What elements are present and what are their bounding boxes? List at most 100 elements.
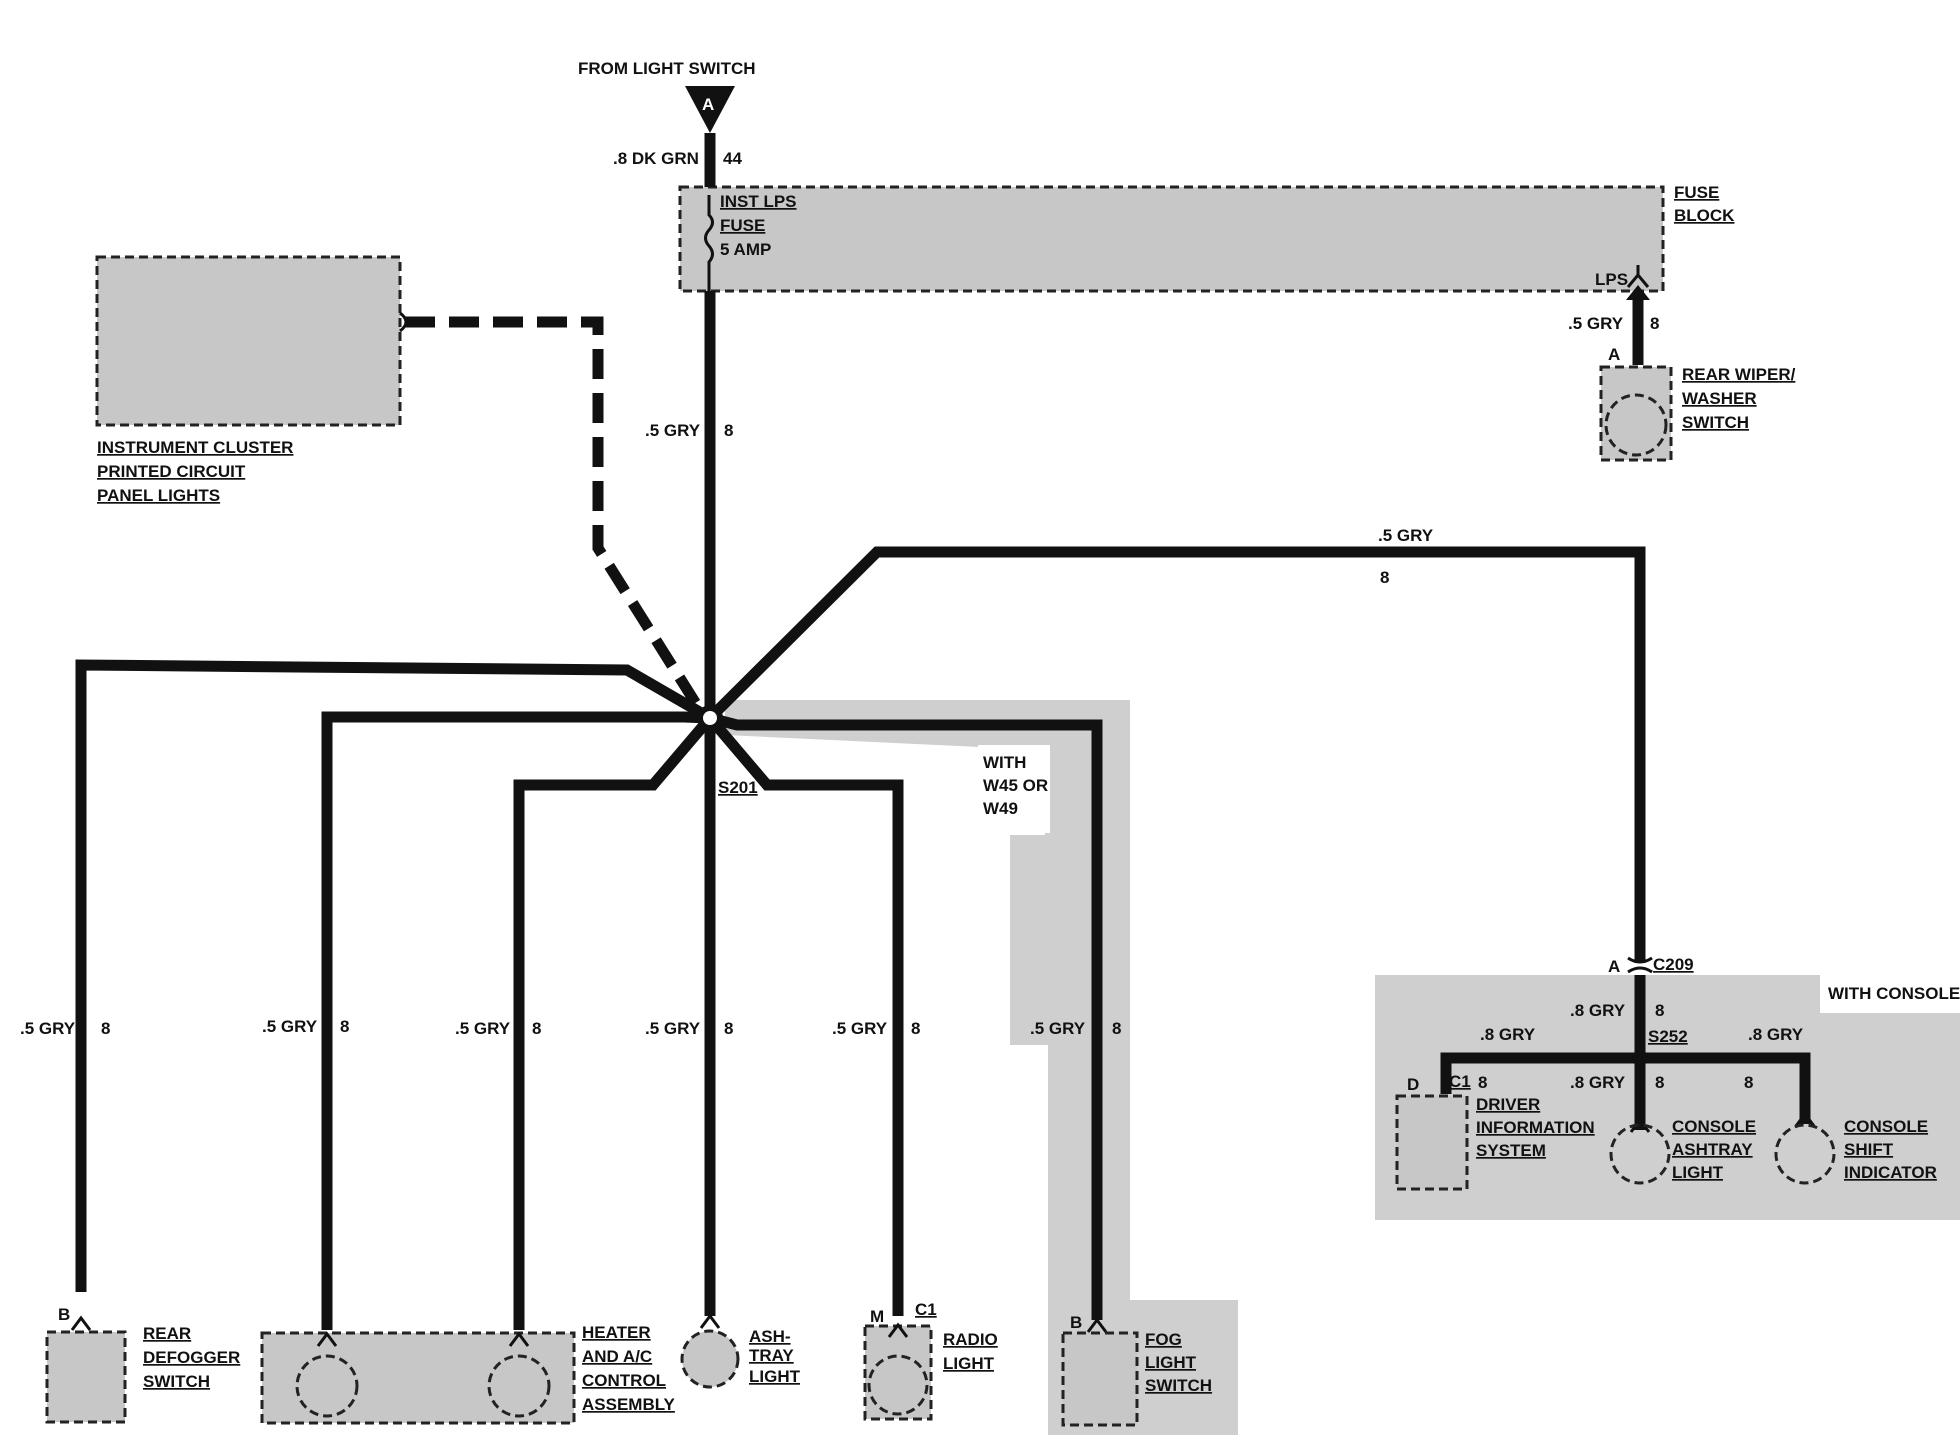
defogger-wire-gauge: .5 GRY bbox=[20, 1019, 76, 1038]
wire-to-heater-right bbox=[513, 714, 715, 1330]
wire-s252-left bbox=[1440, 1052, 1640, 1094]
rear-wiper-pin: A bbox=[1608, 345, 1620, 364]
ashtray-label-3: LIGHT bbox=[749, 1367, 801, 1386]
s252-label: S252 bbox=[1648, 1027, 1688, 1046]
splice-s201-label: S201 bbox=[718, 778, 758, 797]
rear-defogger-label-1: REAR bbox=[143, 1324, 191, 1343]
radio-label-2: LIGHT bbox=[943, 1354, 995, 1373]
c209-connector bbox=[1627, 956, 1653, 974]
radio-label-1: RADIO bbox=[943, 1330, 998, 1349]
dis-label-1: DRIVER bbox=[1476, 1095, 1540, 1114]
with-w45-label-bg bbox=[978, 745, 1050, 833]
radio-bulb bbox=[867, 1354, 929, 1416]
s252-center-gauge: .8 GRY bbox=[1570, 1073, 1626, 1092]
lps-label: LPS bbox=[1595, 270, 1628, 289]
rear-wiper-switch-circle bbox=[1604, 393, 1668, 457]
instrument-cluster-label-3: PANEL LIGHTS bbox=[97, 486, 220, 505]
ashtray-wire-circuit: 8 bbox=[724, 1019, 733, 1038]
console-shaded-region bbox=[1375, 975, 1960, 1220]
s252-center-circuit: 8 bbox=[1655, 1073, 1664, 1092]
connector-a-triangle bbox=[685, 86, 735, 133]
rear-defogger-label-2: DEFOGGER bbox=[143, 1348, 240, 1367]
heater-label-2: AND A/C bbox=[582, 1347, 652, 1366]
rear-defogger-label-3: SWITCH bbox=[143, 1372, 210, 1391]
heater-control-box bbox=[260, 1331, 576, 1425]
rear-wiper-label-3: SWITCH bbox=[1682, 413, 1749, 432]
instrument-cluster-label-2: PRINTED CIRCUIT bbox=[97, 462, 246, 481]
wire-s252-right bbox=[1640, 1052, 1811, 1124]
console-ashtray-label-3: LIGHT bbox=[1672, 1163, 1724, 1182]
rear-defogger-switch-box bbox=[45, 1330, 127, 1424]
rear-wiper-label-2: WASHER bbox=[1682, 389, 1757, 408]
connector-a-label: A bbox=[702, 95, 714, 114]
heater-left-wire-circuit: 8 bbox=[340, 1017, 349, 1036]
s252-right-circuit: 8 bbox=[1744, 1073, 1753, 1092]
radio-terminal bbox=[887, 1322, 909, 1338]
dis-label-2: INFORMATION bbox=[1476, 1118, 1595, 1137]
fuse-label-1: INST LPS bbox=[720, 192, 797, 211]
console-ashtray-terminal bbox=[1629, 1117, 1651, 1133]
console-shift-terminal bbox=[1794, 1111, 1816, 1127]
heater-right-wire-circuit: 8 bbox=[532, 1019, 541, 1038]
heater-right-terminal bbox=[508, 1331, 530, 1347]
fog-light-shaded-region bbox=[725, 700, 1238, 1435]
s252-right-gauge: .8 GRY bbox=[1748, 1025, 1804, 1044]
console-shift-label-1: CONSOLE bbox=[1844, 1117, 1928, 1136]
fog-label-1: FOG bbox=[1145, 1330, 1182, 1349]
instrument-cluster-box bbox=[95, 255, 402, 427]
heater-label-1: HEATER bbox=[582, 1323, 651, 1342]
c209-pin: A bbox=[1608, 957, 1620, 976]
heater-left-terminal bbox=[316, 1331, 338, 1347]
driver-info-box bbox=[1395, 1094, 1469, 1191]
fog-pin: B bbox=[1070, 1313, 1082, 1332]
radio-connector: C1 bbox=[915, 1300, 937, 1319]
lps-terminal bbox=[1626, 265, 1650, 288]
splice-s252-dot bbox=[1632, 1050, 1648, 1066]
c209-wire-gauge: .8 GRY bbox=[1570, 1001, 1626, 1020]
fog-terminal bbox=[1086, 1317, 1108, 1333]
with-w45-label-1: WITH bbox=[983, 753, 1026, 772]
rear-wiper-wire-circuit: 8 bbox=[1650, 314, 1659, 333]
console-shift-label-2: SHIFT bbox=[1844, 1140, 1894, 1159]
s252-left-circuit: 8 bbox=[1478, 1073, 1487, 1092]
ashtray-label-2: TRAY bbox=[749, 1346, 794, 1365]
with-console-label: WITH CONSOLE bbox=[1828, 984, 1960, 1003]
with-console-label-bg bbox=[1820, 975, 1960, 1013]
wire-to-fog-light bbox=[708, 712, 1103, 1320]
radio-pin: M bbox=[870, 1307, 884, 1326]
rear-wiper-wire-gauge: .5 GRY bbox=[1568, 314, 1624, 333]
ashtray-bulb bbox=[680, 1329, 740, 1389]
radio-light-box bbox=[863, 1324, 933, 1421]
circuit-44-label: 44 bbox=[723, 149, 742, 168]
fog-wire-circuit: 8 bbox=[1112, 1019, 1121, 1038]
rear-wiper-switch-box bbox=[1599, 365, 1673, 462]
radio-wire-gauge: .5 GRY bbox=[832, 1019, 888, 1038]
with-w45-label-2: W45 OR bbox=[983, 776, 1048, 795]
rear-wiper-arrow bbox=[1626, 285, 1650, 300]
defogger-terminal bbox=[70, 1315, 92, 1331]
radio-wire-circuit: 8 bbox=[911, 1019, 920, 1038]
heater-bulb-right bbox=[487, 1354, 551, 1418]
defogger-wire-circuit: 8 bbox=[101, 1019, 110, 1038]
instrument-cluster-label-1: INSTRUMENT CLUSTER bbox=[97, 438, 293, 457]
ashtray-terminal bbox=[699, 1313, 721, 1329]
ashtray-label-1: ASH- bbox=[749, 1327, 791, 1346]
heater-label-4: ASSEMBLY bbox=[582, 1395, 676, 1414]
console-wire-gauge: .5 GRY bbox=[1378, 526, 1434, 545]
fog-wire-gauge: .5 GRY bbox=[1030, 1019, 1086, 1038]
c209-wire-circuit: 8 bbox=[1655, 1001, 1664, 1020]
dis-connector: C1 bbox=[1449, 1072, 1471, 1091]
s252-left-gauge: .8 GRY bbox=[1480, 1025, 1536, 1044]
fuse-block-label-2: BLOCK bbox=[1674, 206, 1735, 225]
console-shift-bulb bbox=[1774, 1123, 1836, 1185]
fuse-rating: 5 AMP bbox=[720, 240, 771, 259]
wire-to-heater-left bbox=[321, 711, 711, 1330]
console-wire-circuit: 8 bbox=[1380, 568, 1389, 587]
heater-bulb-left bbox=[295, 1354, 359, 1418]
wire-instrument-cluster-dashed bbox=[405, 316, 710, 721]
heater-label-3: CONTROL bbox=[582, 1371, 666, 1390]
console-shift-label-3: INDICATOR bbox=[1844, 1163, 1937, 1182]
dis-label-3: SYSTEM bbox=[1476, 1141, 1546, 1160]
fuse-block bbox=[678, 185, 1665, 293]
